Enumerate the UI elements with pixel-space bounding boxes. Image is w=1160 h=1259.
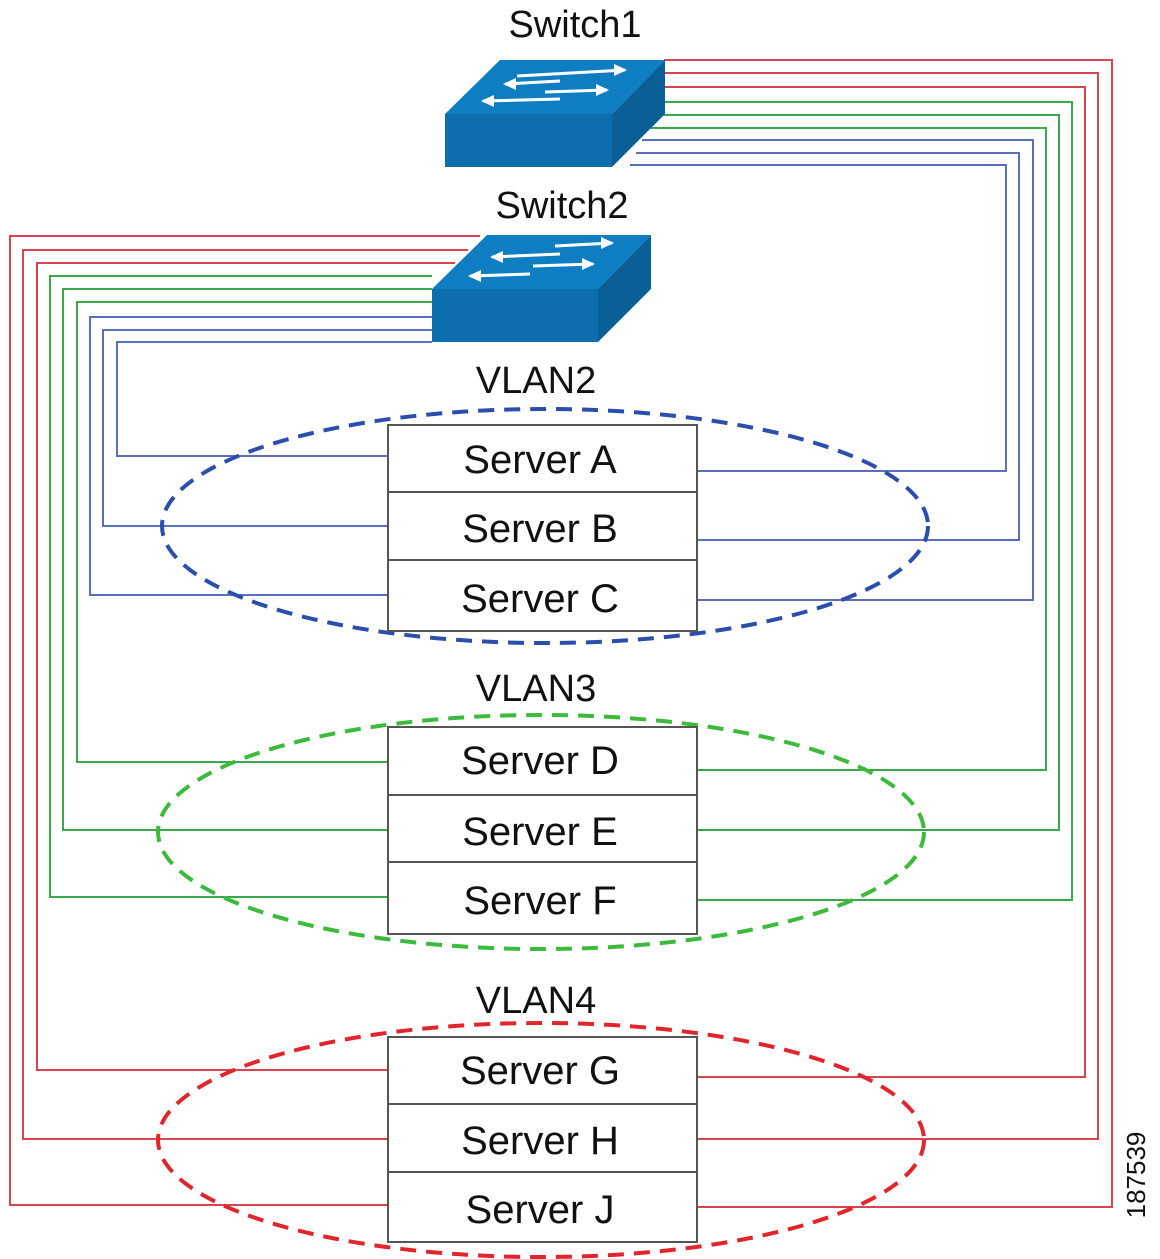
link-server-f-switch2 (49, 275, 432, 898)
server-h-box (387, 1103, 698, 1173)
link-server-d-switch2 (76, 301, 432, 763)
switch1-arrow-4 (482, 97, 561, 103)
switch1-arrow-1 (516, 68, 626, 78)
server-j-box (387, 1171, 698, 1243)
switch1-front (445, 114, 612, 167)
vlan4-boundary (156, 1021, 926, 1259)
vlan4-server-stack: Server G Server H Server J (387, 1036, 698, 1243)
switch1-arrowhead-1 (614, 64, 627, 76)
switch2-arrowhead-2 (490, 251, 503, 263)
link-server-g-switch2 (36, 262, 455, 1071)
vlan3-server-stack: Server D Server E Server F (387, 726, 698, 935)
link-server-j-switch1 (664, 59, 1113, 1208)
switch1-arrowhead-2 (503, 78, 516, 90)
server-e-box (387, 794, 698, 863)
link-server-g-switch1 (664, 86, 1086, 1078)
server-c-box (387, 559, 698, 632)
server-j-label: Server J (466, 1188, 615, 1232)
server-a-label: Server A (463, 438, 617, 482)
switch2-arrowhead-1 (601, 237, 614, 249)
server-d-box (387, 726, 698, 796)
vlan4-group (9, 59, 1113, 1259)
figure-id: 187539 (1121, 1132, 1151, 1219)
link-server-e-switch1 (654, 114, 1060, 831)
link-server-a-switch2 (116, 341, 432, 457)
switch1-arrowhead-3 (596, 84, 609, 96)
switch2-arrowhead-3 (582, 258, 595, 270)
server-f-box (387, 861, 698, 935)
link-server-e-switch2 (62, 288, 432, 831)
vlan3-boundary (156, 713, 926, 951)
vlan2-server-stack: Server A Server B Server C (387, 424, 698, 632)
switch1-label: Switch1 (508, 4, 641, 46)
switch1-arrowhead-4 (481, 95, 494, 107)
vlan2-boundary (160, 407, 930, 645)
switch2-front (432, 289, 598, 342)
server-h-label: Server H (461, 1119, 619, 1163)
server-c-label: Server C (461, 577, 619, 621)
vlan2-group (89, 139, 1034, 645)
link-server-b-switch1 (636, 152, 1020, 541)
server-b-label: Server B (462, 507, 618, 551)
vlan4-label: VLAN4 (476, 980, 596, 1022)
link-server-d-switch1 (648, 127, 1047, 771)
vlan3-label: VLAN3 (476, 668, 596, 710)
link-server-h-switch2 (22, 249, 468, 1140)
switch1-side (612, 60, 665, 167)
vlan3-group (49, 101, 1073, 951)
link-server-a-switch1 (630, 164, 1007, 472)
vlan2-label: VLAN2 (476, 360, 596, 402)
server-f-label: Server F (463, 879, 616, 923)
switch2-icon (432, 235, 651, 342)
switch2-side (598, 235, 651, 342)
server-g-label: Server G (460, 1049, 620, 1093)
link-server-h-switch1 (664, 72, 1099, 1140)
switch2-arrow-2 (491, 252, 561, 259)
link-server-b-switch2 (102, 329, 432, 527)
switch1-icon (445, 60, 665, 167)
link-server-f-switch1 (660, 101, 1073, 901)
server-d-label: Server D (461, 739, 619, 783)
link-server-j-switch2 (9, 235, 480, 1206)
server-e-label: Server E (462, 810, 618, 854)
switch2-arrowhead-4 (468, 270, 481, 282)
link-server-c-switch1 (642, 139, 1034, 601)
switch2-label: Switch2 (495, 185, 628, 227)
